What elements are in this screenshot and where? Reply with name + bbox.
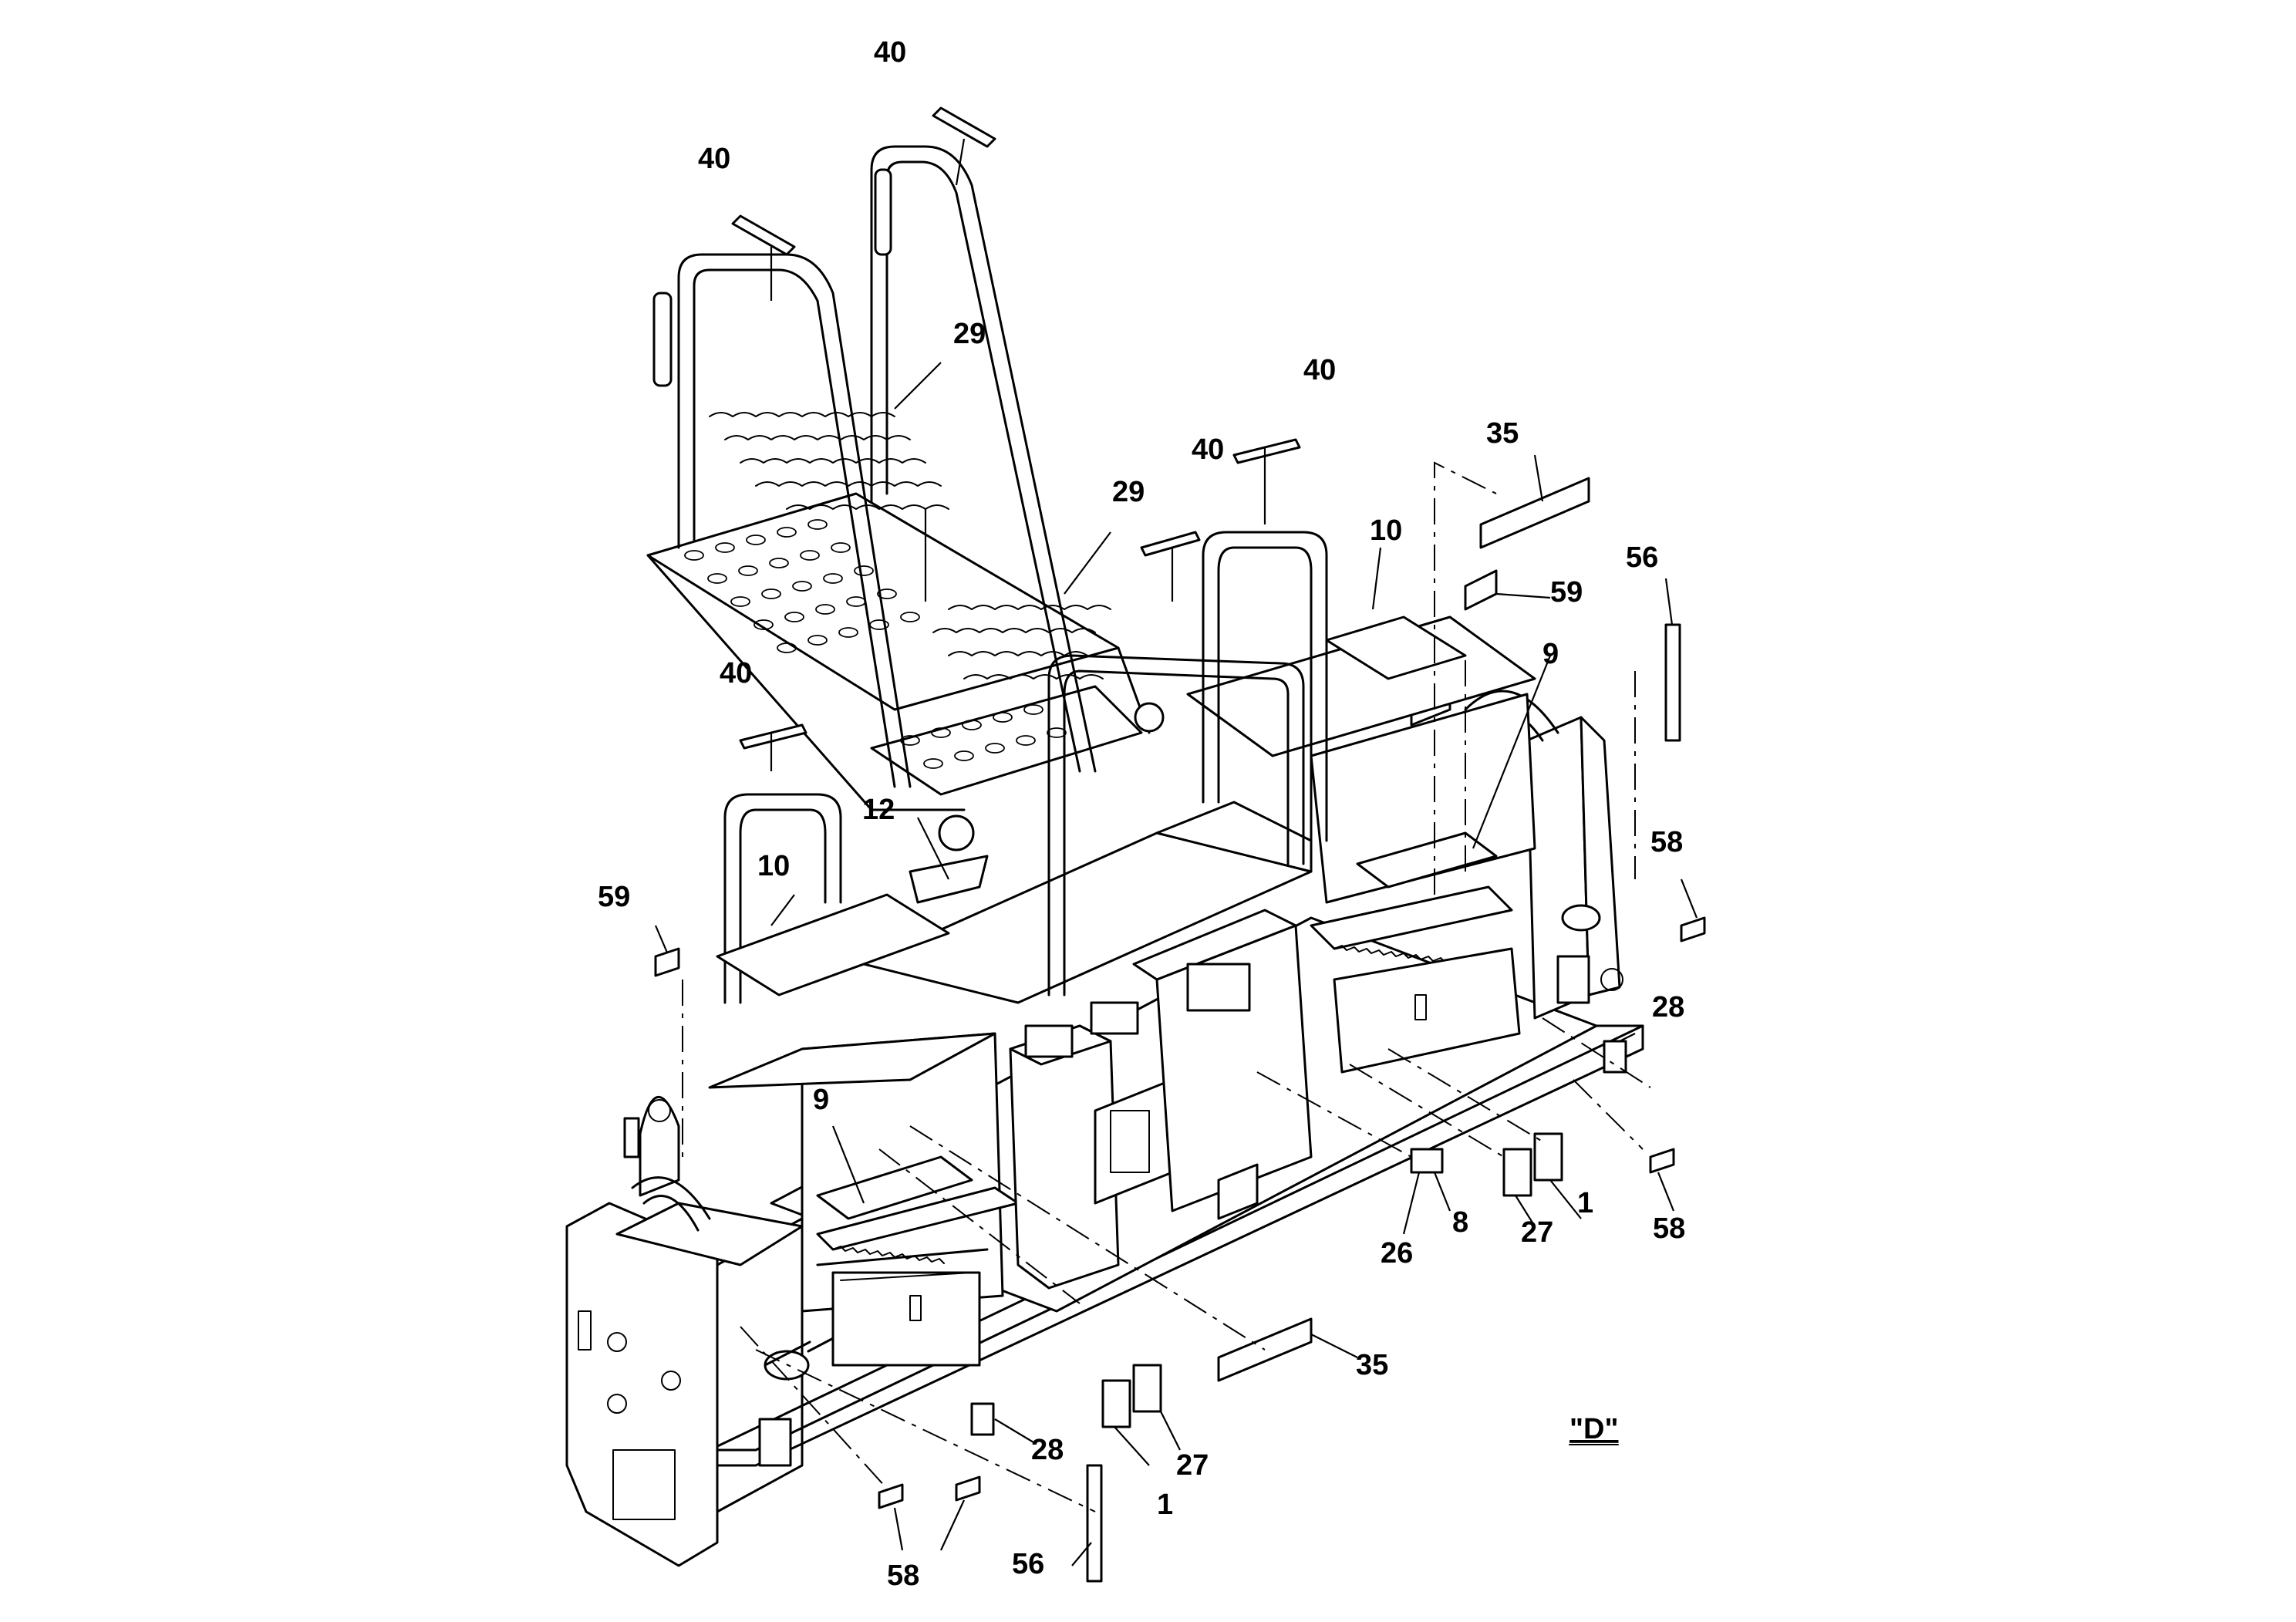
callout-29: 29 <box>1112 476 1145 508</box>
step-treads-29 <box>709 362 1111 679</box>
leader-lines <box>654 138 1698 1566</box>
callout-40: 40 <box>720 657 752 690</box>
callout-1: 1 <box>1157 1489 1173 1521</box>
callout-labels: 40 40 40 40 40 29 29 35 35 56 56 59 59 1… <box>598 36 1685 1592</box>
callout-56: 56 <box>1012 1548 1044 1580</box>
callout-40: 40 <box>1303 354 1336 386</box>
callout-40: 40 <box>698 143 730 175</box>
callout-10: 10 <box>757 850 790 882</box>
callout-40: 40 <box>874 36 906 69</box>
callout-58: 58 <box>887 1560 919 1592</box>
cover-plates <box>716 615 1498 1220</box>
callout-27: 27 <box>1176 1449 1209 1482</box>
callout-56: 56 <box>1626 541 1658 574</box>
callout-59: 59 <box>598 881 630 913</box>
callout-58: 58 <box>1653 1212 1685 1245</box>
callout-35: 35 <box>1356 1349 1388 1381</box>
callout-40: 40 <box>1192 433 1224 466</box>
callout-12: 12 <box>862 794 895 826</box>
callout-28: 28 <box>1652 991 1684 1023</box>
callout-9: 9 <box>1542 638 1559 670</box>
callout-59: 59 <box>1550 576 1583 609</box>
alignment-lines <box>682 461 1651 1512</box>
screed-frame-body <box>565 615 1644 1567</box>
view-label-d: "D" <box>1569 1413 1618 1445</box>
callout-26: 26 <box>1381 1237 1413 1270</box>
callout-35: 35 <box>1486 417 1519 450</box>
walkway-step-assembly <box>646 145 1328 1004</box>
callout-8: 8 <box>1452 1206 1468 1239</box>
callout-10: 10 <box>1370 514 1402 547</box>
callout-1: 1 <box>1577 1187 1593 1219</box>
callout-29: 29 <box>953 318 986 350</box>
callout-58: 58 <box>1650 826 1683 858</box>
callout-27: 27 <box>1521 1216 1553 1249</box>
callout-9: 9 <box>813 1084 829 1116</box>
callout-28: 28 <box>1031 1434 1064 1466</box>
